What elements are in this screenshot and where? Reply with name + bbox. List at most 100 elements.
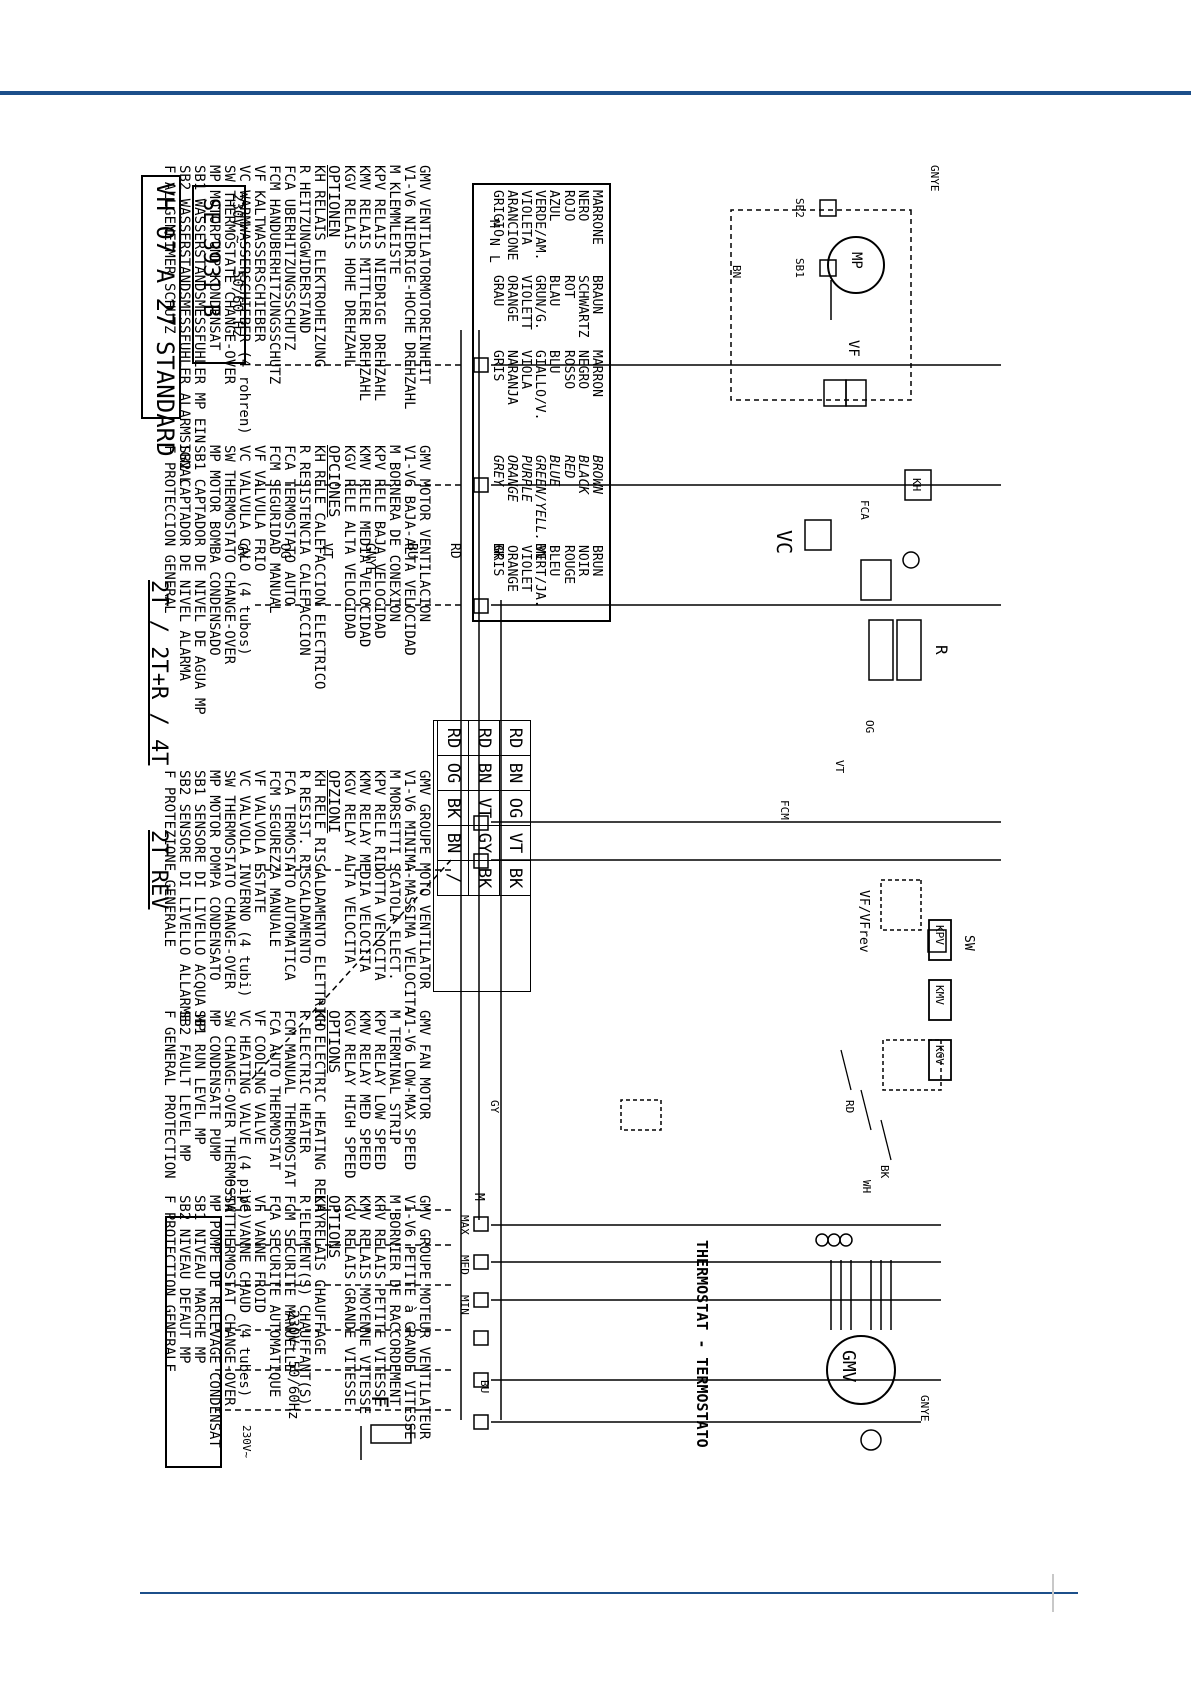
list-item: GMV MOTOR VENTILACION [416,445,432,623]
sb2-label: SB2 [793,198,806,218]
mp-label: MP [848,252,864,269]
legend-options-title: OPZIONI [325,770,343,834]
list-item: SB2 CAPTADOR DE NIVEL ALARMA [176,445,192,682]
list-item: VF VALVOLA ESTATE [251,770,267,914]
list-item: SB2 SENSORE DI LIVELLO ALLARME [176,770,192,1023]
list-item: KH RELE CALEFACCION ELECTRICO [311,445,327,690]
colour-names-french: BRUN NOIR ROUGE BLEU VERT/JA. VIOLET ORA… [489,545,604,608]
list-item: GREY [489,455,505,487]
gnye-label-pump: GNYE [928,165,941,192]
list-item: NARANJA [503,350,519,405]
list-item: KPV RELE BAJA VELOCIDAD [371,445,387,639]
list-item: VIOLET [517,545,533,592]
sw-label: SW [961,935,976,951]
list-item: FCA TERMOSTATO AUTOMATICA [281,770,297,981]
list-item: BRUN [589,545,604,577]
list-item: FCA UBERHITZUNGSSCHUTZ [281,165,297,351]
gmv-label: GMV [838,1350,859,1383]
wire-label-bk: BK [878,1165,891,1179]
list-item: PURPLE [517,455,533,502]
list-item: V1-V6 MINIMA-MASSIMA VELOCITA [401,770,417,1015]
legend-spanish: GMV MOTOR VENTILACION V1-V6 BAJA-ALTA VE… [161,445,432,745]
list-item: NOIR [574,545,590,577]
resistor-label: R [932,645,951,655]
list-item: V1-V6 BAJA-ALTA VELOCIDAD [401,445,417,656]
list-item: GMV GROUPE MOTO VENTILATOR [416,770,432,990]
list-item: ROUGE [560,545,576,585]
list-item: KGV RELAIS HOHE DREHZAHL [341,165,357,368]
list-item: BRAUN [589,275,604,315]
list-item: M BORNERA DE CONEXION [386,445,402,623]
list-item: F ALLGENEIMER SCHUTZ [161,165,177,334]
list-item: SCHWARTZ [574,275,590,338]
header-rule [0,91,1191,95]
list-item: R RESIST. RISCALDAMENTO [296,770,312,964]
list-item: GRIS [489,350,505,382]
list-item: KGV RELAY ALTA VELOCITA [341,770,357,964]
list-item: GRIS [489,545,505,577]
list-item: KH RELE RISCALDAMENTO ELETTRICO [311,770,327,1032]
list-item: VERDE/AM. [532,190,548,261]
list-item: MARRON [589,350,604,397]
thermo-med-label: MED [458,1255,471,1275]
thermostat-title: THERMOSTAT - TERMOSTATO [693,1240,711,1448]
kh-label: KH [910,478,923,492]
colour-names-german: BRAUN SCHWARTZ ROT BLAU GRUN/G. VIOLETT … [489,275,604,338]
list-item: R RESISTENCIA CALEFACCION [296,445,312,656]
kgv-label: KGV [933,1045,946,1065]
list-item: VC VALVOLA INVERNO (4 tubi) [236,770,252,998]
list-item: MP MOTOR POMPA CONDENSATO [206,770,222,981]
list-item: KH RELAIS ELEKTROHEIZUNG [311,165,327,368]
list-item: SW THERMOSTATE CHANGE-OVER [221,165,237,385]
vc-label: VC [772,530,796,555]
list-item: BLAU [546,275,562,307]
list-item: ORANGE [503,275,519,322]
list-item: BLEU [546,545,562,577]
speed-table-frame [433,720,531,992]
sb1-label: SB1 [793,258,806,278]
gnye-label: GNYE [918,1395,931,1422]
thermo-min-label: MIN [458,1295,471,1315]
list-item: KMV RELAIS MITTLERE DREHZAHL [356,165,372,402]
page-marker [1052,1574,1054,1612]
list-item: VIOLETA [517,190,533,245]
list-item: GRUN/G. [532,275,548,330]
list-item: SB1 WASSERSTANDSMESSFUHLER MP EIN [191,165,207,444]
wire-label-vt: VT [833,760,846,774]
list-item: SB2 WASSERSTANDSMESSFUHLER ALARMSIGNAL [176,165,192,486]
list-item: ARANCIONE [503,190,519,261]
list-item: AZUL [546,190,562,222]
fca-label: FCA [858,500,871,520]
list-item: M MORSETTI SCATOLA ELECT. [386,770,402,981]
list-item: ROJO [560,190,576,222]
footer-rule [140,1592,1078,1594]
list-item: GRAU [489,275,505,307]
list-item: ROT [560,275,576,299]
list-item: FCA TERMOSTATO AUTO [281,445,297,606]
list-item: KPV RELE RIDOTTA VELOCITA [371,770,387,981]
list-item: ROSSO [560,350,576,390]
list-item: KGV RELE ALTA VELOCIDAD [341,445,357,639]
vfrev-label: VF/VFrev [856,890,871,953]
legend-options-title: OPTIONEN [325,165,343,238]
list-item: R HEITZUNGWIDERSTAND [296,165,312,334]
colour-names-italian: MARRONE NERO ROJO AZUL VERDE/AM. VIOLETA… [489,190,604,261]
list-item: NERO [574,190,590,222]
terminal-m-label: M [471,1193,486,1201]
fcm-label: FCM [778,800,791,820]
list-item: MP MOTORPUMP KONDENSAT [206,165,222,351]
legend-german: GMV VENTILATORMOTOREINHEIT V1-V6 NIEDRIG… [161,165,432,486]
wire-label-gy: GY [488,1100,501,1114]
list-item: M KLEMMLEISTE [386,165,402,275]
list-item: VF VALVULA FRIO [251,445,267,572]
list-item: KMV RELAY MEDIA VELOCITA [356,770,372,973]
list-item: BROWN [589,455,604,495]
colour-names-spanish: MARRON NEGRO ROSSO BLU GIALLO/V. VIOLA N… [489,350,604,420]
thermo-max-label: MAX [458,1215,471,1235]
list-item: F PROTECCION GENERAL [161,445,177,614]
wire-label-bu: BU [478,1380,491,1394]
list-item: BLACK [574,455,590,495]
list-item: KMV RELE MEDIA VELOCIDAD [356,445,372,648]
list-item: MP MOTOR BOMBA CONDENSADO [206,445,222,656]
